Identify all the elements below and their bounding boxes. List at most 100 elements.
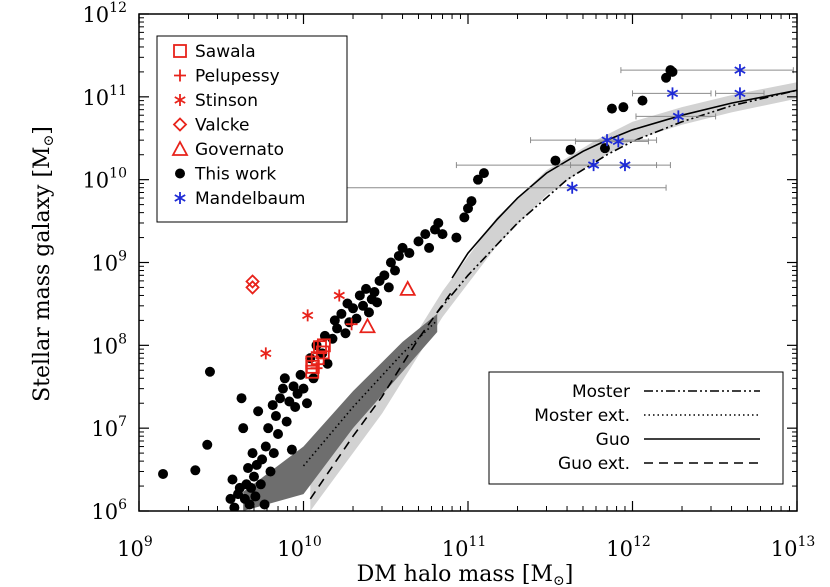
data-point (361, 283, 372, 294)
data-point (666, 87, 679, 100)
data-point (385, 257, 396, 268)
data-point (661, 72, 672, 83)
data-point (340, 328, 351, 339)
data-point (348, 303, 359, 314)
data-point (295, 369, 306, 380)
data-point (599, 143, 610, 154)
data-point (236, 393, 247, 404)
data-point (397, 242, 408, 253)
data-point (270, 411, 281, 422)
data-point (333, 289, 345, 302)
data-point (310, 362, 323, 375)
data-point (250, 491, 261, 502)
legend-points: SawalaPelupessyStinsonValckeGovernatoThi… (156, 35, 348, 223)
data-point (267, 400, 278, 411)
data-point (332, 323, 343, 334)
data-point (587, 159, 600, 172)
legend-line-entry: Guo (596, 430, 760, 450)
y-tick-label: 109 (91, 249, 127, 276)
data-point (281, 416, 292, 427)
legend-marker (174, 192, 186, 204)
data-point (248, 471, 259, 482)
data-point (472, 174, 483, 185)
series-sawala (305, 338, 331, 379)
legend-label: Pelupessy (195, 67, 280, 87)
data-point (275, 393, 286, 404)
data-point (612, 135, 624, 148)
data-point (229, 502, 240, 511)
legend-entry: Governato (171, 140, 284, 160)
legend-label: Valcke (195, 116, 250, 136)
legend-line-entry: Guo ext. (558, 454, 760, 474)
data-point (369, 287, 380, 298)
data-point (158, 468, 169, 479)
data-point (672, 110, 685, 123)
data-point (420, 229, 431, 240)
legend-line-entry: Moster ext. (534, 406, 760, 426)
data-point (257, 454, 268, 465)
data-point (667, 66, 678, 77)
data-point (225, 493, 236, 504)
data-point (565, 144, 576, 155)
y-tick-label: 106 (91, 497, 127, 524)
legend-marker (174, 69, 186, 82)
data-point (273, 429, 284, 440)
data-point (238, 423, 249, 434)
data-point (358, 300, 369, 311)
error-bar (530, 137, 658, 144)
data-point (243, 463, 254, 474)
data-point (202, 439, 213, 450)
data-point (290, 402, 301, 413)
x-tick-label: 109 (117, 534, 153, 561)
data-point (255, 479, 266, 490)
data-point (268, 448, 279, 459)
data-point (606, 103, 617, 114)
data-point (244, 499, 255, 510)
data-point (550, 155, 561, 166)
data-point (399, 280, 417, 296)
data-point (301, 398, 312, 409)
data-point (260, 347, 272, 360)
data-point (363, 307, 374, 318)
data-point (383, 282, 394, 293)
legend-label: Sawala (195, 42, 256, 62)
data-point (277, 383, 288, 394)
data-point (245, 280, 260, 295)
x-tick-label: 1013 (771, 534, 816, 561)
error-bar (620, 67, 794, 74)
legend-label: This work (194, 165, 276, 185)
data-point (247, 448, 258, 459)
data-point (245, 274, 260, 289)
data-point (637, 95, 648, 106)
series-valcke (245, 274, 260, 295)
y-tick-label: 108 (91, 331, 127, 358)
data-point (315, 345, 330, 360)
legend-line-label: Guo (596, 430, 630, 450)
data-point (734, 87, 746, 100)
curve-guo-ext (309, 290, 453, 500)
legend-line-label: Moster ext. (534, 406, 630, 426)
legend-line-label: Guo ext. (558, 454, 630, 474)
data-point (351, 313, 362, 324)
legend-label: Mandelbaum (195, 189, 305, 209)
data-point (322, 358, 333, 369)
data-point (424, 242, 435, 253)
data-point (372, 297, 383, 308)
data-point (345, 318, 358, 331)
data-point (619, 159, 631, 172)
data-point (302, 309, 314, 322)
data-point (478, 168, 489, 179)
error-bar (574, 138, 649, 145)
legend-marker (171, 140, 189, 156)
legend-label: Stinson (195, 91, 258, 111)
data-point (190, 465, 201, 476)
data-point (298, 383, 309, 394)
data-point (246, 482, 257, 493)
series-governato (359, 280, 417, 334)
data-point (354, 290, 365, 301)
data-point (601, 134, 613, 147)
data-point (618, 102, 629, 113)
y-tick-label: 1011 (82, 83, 127, 110)
